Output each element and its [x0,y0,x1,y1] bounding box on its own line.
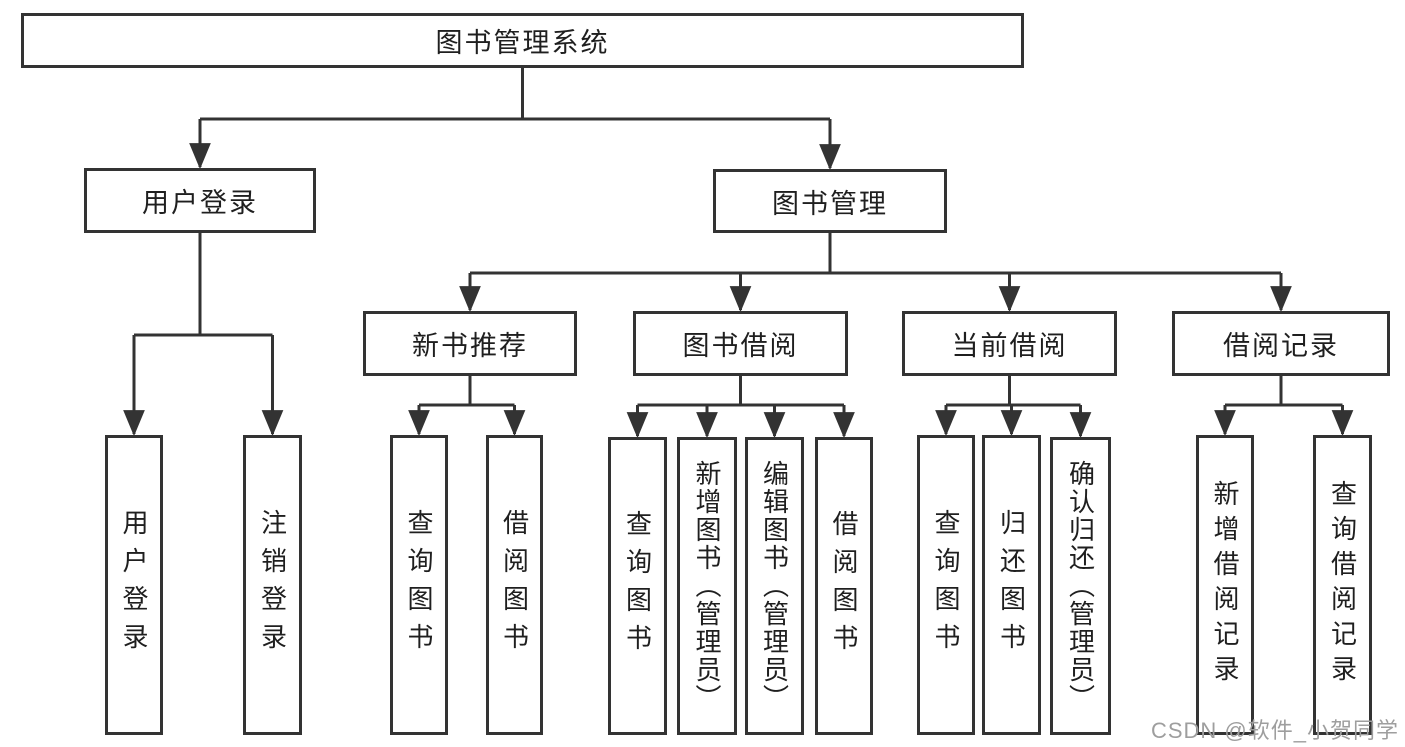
watermark-text: CSDN @软件_小贺同学 [1150,718,1399,743]
node-leaf-confirm-return: 确认归还（管理员） [1050,437,1111,735]
node-label: 归还图书 [996,509,1027,661]
node-label: 新增借阅记录 [1210,480,1240,690]
node-new-book-rec: 新书推荐 [363,311,577,376]
node-root: 图书管理系统 [21,13,1024,68]
node-label: 查询图书 [404,509,434,661]
node-leaf-query-book-1: 查询图书 [390,435,448,735]
node-leaf-logout: 注销登录 [243,435,302,735]
node-book-borrow: 图书借阅 [633,311,848,376]
node-label: 确认归还（管理员） [1065,460,1096,712]
node-user-login: 用户登录 [84,168,316,233]
node-label: 图书管理系统 [435,28,610,58]
node-leaf-query-book-2: 查询图书 [608,437,667,735]
node-label: 图书管理 [772,188,888,219]
node-label: 查询图书 [622,510,653,662]
node-label: 借阅图书 [499,509,530,661]
node-label: 新增图书（管理员） [692,460,722,712]
node-borrow-records: 借阅记录 [1172,311,1390,376]
node-label: 用户登录 [142,188,258,218]
node-label: 图书借阅 [682,331,799,361]
node-leaf-add-book: 新增图书（管理员） [677,437,737,735]
node-label: 查询图书 [931,509,961,661]
node-label: 新书推荐 [412,331,528,361]
node-leaf-query-record: 查询借阅记录 [1313,435,1372,735]
node-leaf-add-record: 新增借阅记录 [1196,435,1254,735]
node-book-mgmt: 图书管理 [713,169,947,233]
node-label: 编辑图书（管理员） [759,460,790,712]
node-current-borrow: 当前借阅 [902,311,1117,376]
node-label: 当前借阅 [951,331,1068,361]
node-leaf-user-login: 用户登录 [105,435,163,735]
node-leaf-query-book-3: 查询图书 [917,435,975,735]
node-label: 借阅图书 [829,510,859,662]
node-leaf-edit-book: 编辑图书（管理员） [745,437,804,735]
node-leaf-borrow-book-1: 借阅图书 [486,435,543,735]
node-label: 借阅记录 [1223,331,1339,361]
node-label: 查询借阅记录 [1327,480,1358,690]
node-leaf-return-book: 归还图书 [982,435,1041,735]
node-label: 注销登录 [257,509,288,661]
node-label: 用户登录 [119,509,149,661]
node-leaf-borrow-book-2: 借阅图书 [815,437,873,735]
